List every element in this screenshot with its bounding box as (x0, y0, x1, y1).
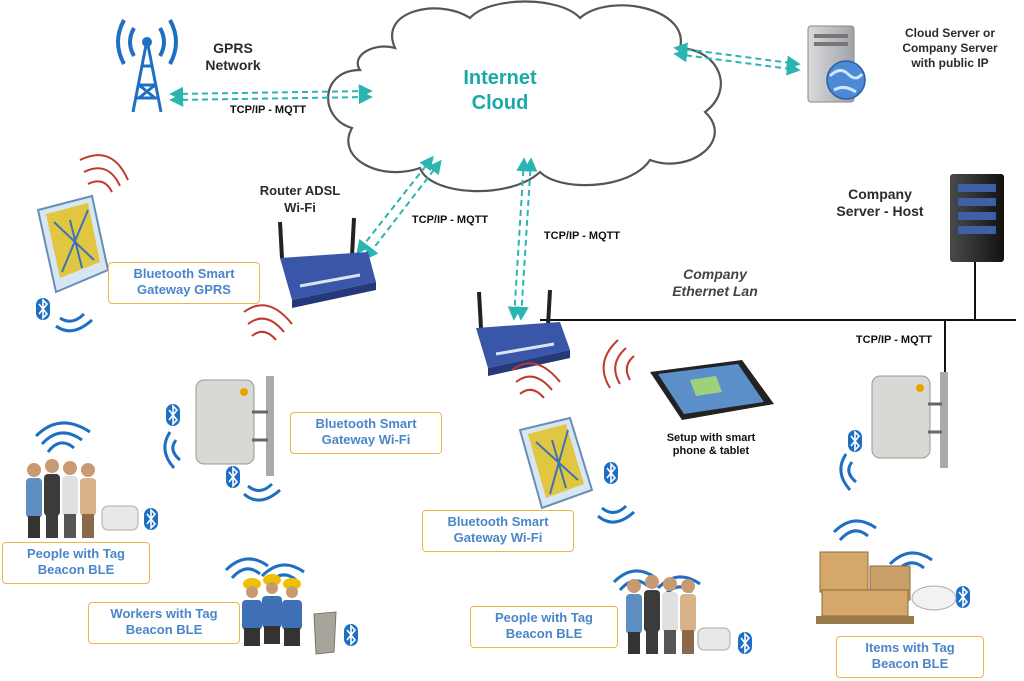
tower-server-icon (950, 174, 1004, 262)
setup-line-1: Setup with smart (666, 432, 756, 444)
lan-line-2: Ethernet Lan (672, 283, 758, 299)
wifi-router-icon (476, 289, 570, 376)
bluetooth-rune (38, 298, 969, 654)
cloud-server-line-2: Company Server (902, 41, 998, 55)
protocol-label-gprs: TCP/IP - MQTT (229, 104, 307, 116)
box-items: Items with Tag Beacon BLE (836, 636, 984, 678)
panel-antenna-icon (871, 372, 948, 468)
company-server-line-1: Company (848, 186, 912, 202)
setup-line-2: phone & tablet (672, 445, 750, 457)
ble-waves (34, 312, 933, 598)
company-server-label: Company Server - Host (810, 186, 950, 220)
cloud-line-1: Internet (463, 67, 537, 89)
box-items-line-2: Beacon BLE (871, 656, 949, 671)
workers-group-icon (242, 574, 302, 646)
cloud-server-line-1: Cloud Server or (904, 26, 996, 40)
router-adsl-label: Router ADSL Wi-Fi (240, 182, 360, 216)
protocol-label-lan-router: TCP/IP - MQTT (543, 230, 621, 242)
box-people-left: People with Tag Beacon BLE (2, 542, 150, 584)
box-gateway-gprs-line-1: Bluetooth Smart (133, 266, 235, 281)
box-people-center: People with Tag Beacon BLE (470, 606, 618, 648)
cloud-server-line-3: with public IP (911, 56, 989, 70)
gateway-device-icon (518, 416, 594, 510)
people-group-icon (26, 459, 96, 538)
box-people-center-line-2: Beacon BLE (505, 626, 583, 641)
boxes-pallet-icon (816, 551, 914, 624)
wifi-waves (79, 154, 635, 399)
beacon-tag-icon (101, 505, 957, 655)
box-gateway-wifi-left-line-1: Bluetooth Smart (315, 416, 417, 431)
cell-tower-icon (116, 19, 178, 113)
panel-antenna-icon (195, 376, 274, 476)
protocol-label-router: TCP/IP - MQTT (411, 214, 489, 226)
gprs-line-2: Network (205, 57, 261, 73)
box-items-line-1: Items with Tag (865, 640, 955, 655)
box-workers: Workers with Tag Beacon BLE (88, 602, 240, 644)
router-line-2: Wi-Fi (284, 200, 316, 215)
wifi-router-icon (278, 217, 376, 308)
setup-device-label: Setup with smart phone & tablet (656, 432, 766, 458)
internet-cloud-label: Internet Cloud (430, 66, 570, 116)
gateway-device-icon (36, 194, 110, 294)
lan-line-1: Company (683, 266, 747, 282)
box-gateway-wifi-center-line-1: Bluetooth Smart (447, 514, 549, 529)
cloud-server-label: Cloud Server or Company Server with publ… (880, 26, 1020, 71)
gprs-line-1: GPRS (213, 40, 253, 56)
box-people-left-line-1: People with Tag (27, 546, 125, 561)
internet-cloud (327, 0, 722, 193)
box-gateway-wifi-left-line-2: Gateway Wi-Fi (321, 432, 411, 447)
company-server-line-2: Server - Host (836, 203, 924, 219)
gprs-network-label: GPRS Network (196, 40, 270, 74)
communication-links (169, 42, 801, 321)
box-gateway-wifi-left: Bluetooth Smart Gateway Wi-Fi (290, 412, 442, 454)
box-people-center-line-1: People with Tag (495, 610, 593, 625)
box-gateway-wifi-center: Bluetooth Smart Gateway Wi-Fi (422, 510, 574, 552)
people-group-icon (626, 575, 696, 654)
box-workers-line-1: Workers with Tag (110, 606, 218, 621)
box-people-left-line-2: Beacon BLE (37, 562, 115, 577)
box-gateway-gprs-line-2: Gateway GPRS (137, 282, 231, 297)
protocol-label-lan-gateway: TCP/IP - MQTT (855, 334, 933, 346)
router-line-1: Router ADSL (259, 183, 341, 198)
server-globe-icon (807, 25, 866, 103)
tablet-icon (650, 360, 774, 420)
box-gateway-gprs: Bluetooth Smart Gateway GPRS (108, 262, 260, 304)
company-ethernet-lan-label: Company Ethernet Lan (650, 266, 780, 300)
ethernet-lan-lines (540, 262, 1016, 380)
box-workers-line-2: Beacon BLE (125, 622, 203, 637)
cloud-line-2: Cloud (471, 92, 529, 114)
box-gateway-wifi-center-line-2: Gateway Wi-Fi (453, 530, 543, 545)
